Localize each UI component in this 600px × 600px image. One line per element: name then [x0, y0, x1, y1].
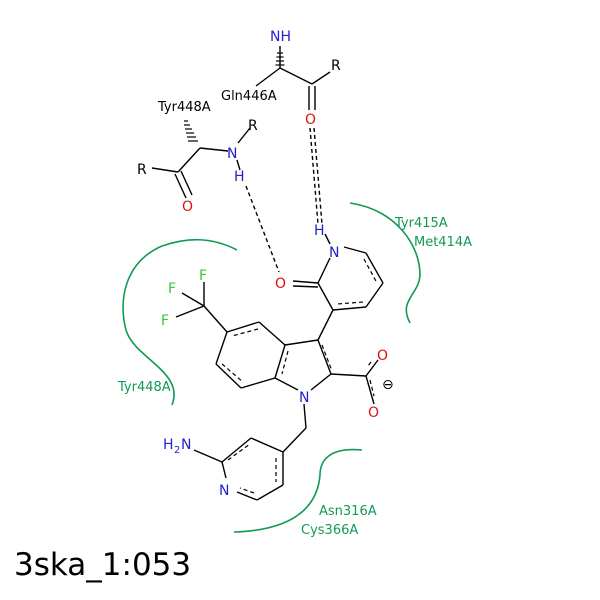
hbond-gln446a-o-to-pyridone-nh: [309, 127, 319, 225]
hbond-tyr448a-nh-to-pyridone-o: [245, 185, 280, 273]
atom-h2n-sub: 2: [174, 445, 180, 456]
atom-o-carboxyl-1: O: [377, 348, 388, 364]
label-met414a: Met414A: [414, 235, 472, 250]
page-title: 3ska_1:053: [14, 547, 192, 583]
atom-charge: ⊖: [382, 377, 394, 393]
atom-n-pyridine: N: [219, 483, 229, 499]
atom-o-gln: O: [305, 112, 316, 128]
arc-tyr415a-met414a: [349, 202, 421, 324]
atom-o-carboxyl-2: O: [368, 405, 379, 421]
stereo-wedges: [184, 52, 285, 142]
residue-arcs: [122, 202, 421, 533]
atom-o-tyr: O: [182, 199, 193, 215]
atom-f3: F: [161, 313, 169, 329]
label-cys366a: Cys366A: [301, 523, 358, 538]
atom-h-tyr: H: [234, 169, 245, 185]
label-asn316a: Asn316A: [319, 504, 377, 519]
label-tyr448a-backbone: Tyr448A: [157, 100, 211, 115]
atom-labels: NH R O R N H R O H N O F F F N O O ⊖ H 2…: [137, 29, 394, 499]
bonds: [151, 46, 384, 501]
arc-tyr448a-pocket: [122, 238, 238, 406]
atom-h2n-h: H: [163, 437, 174, 453]
atom-h-pyridone: H: [314, 223, 325, 239]
atom-n-indole: N: [299, 390, 309, 406]
label-tyr448a-pocket: Tyr448A: [117, 380, 171, 395]
atom-o-pyridone: O: [275, 276, 286, 292]
atom-n-pyridone: N: [329, 245, 339, 261]
atom-f1: F: [199, 268, 207, 284]
atom-nh-gln: NH: [270, 29, 291, 45]
aromatic-bonds: [221, 258, 378, 494]
label-gln446a: Gln446A: [221, 89, 277, 104]
atom-h2n-n: N: [181, 437, 191, 453]
hydrogen-bonds: [245, 127, 323, 273]
atom-r-gln: R: [331, 58, 341, 74]
residue-labels: Gln446A Tyr448A Tyr415A Met414A Tyr448A …: [117, 89, 472, 538]
label-tyr415a: Tyr415A: [394, 216, 448, 231]
atom-n-tyr: N: [227, 146, 237, 162]
atom-r-tyr-c: R: [137, 162, 147, 178]
atom-f2: F: [168, 281, 176, 297]
arc-asn316a-cys366a: [233, 448, 363, 533]
atom-r-tyr-n: R: [248, 118, 258, 134]
